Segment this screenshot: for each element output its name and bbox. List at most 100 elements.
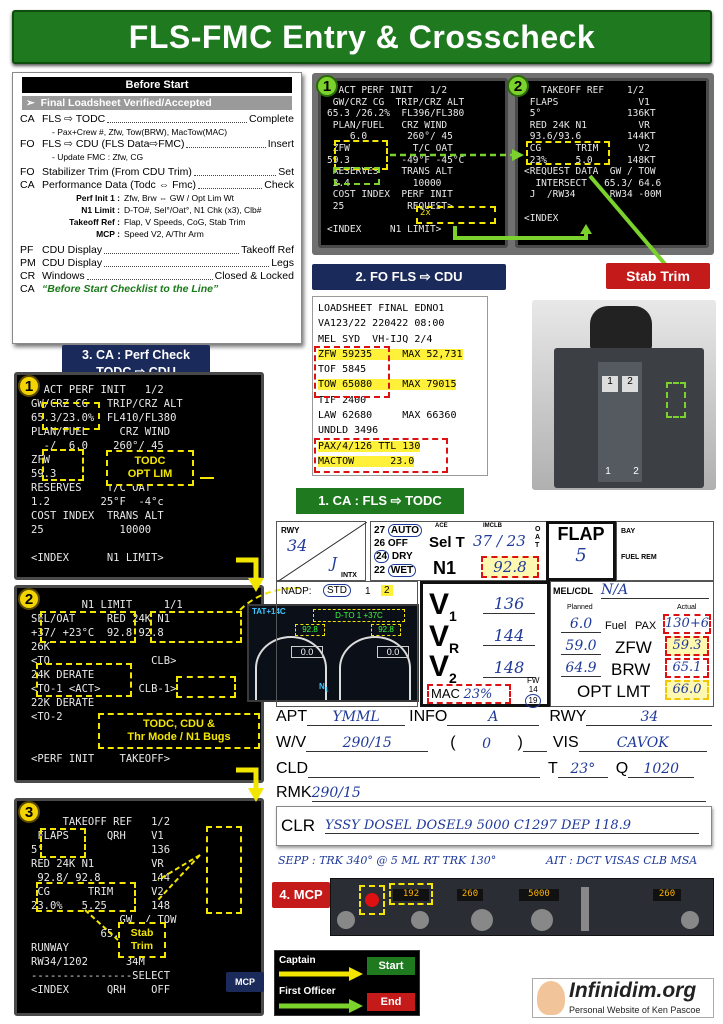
derate-readout: D-TO 1 +37C <box>313 609 405 622</box>
ls-line-tow: TOW 65080 MAX 79015 <box>318 379 457 391</box>
cdu1-gw-highlight <box>42 402 100 430</box>
checklist-row: CA“Before Start Checklist to the Line” <box>20 283 294 296</box>
sel-t-label: Sel T <box>429 534 465 551</box>
mcp-knob <box>411 911 429 929</box>
row-item: FLS ⇨ CDU (FLS Data⇨FMC) <box>42 138 185 150</box>
n1-bug-right: 92.8 <box>371 624 401 636</box>
site-logo[interactable]: Infinidim.org Personal Website of Ken Pa… <box>532 978 714 1018</box>
n1-value-left: 0.0 <box>291 646 323 658</box>
clr-label: CLR <box>281 816 316 835</box>
row-role: CA <box>20 113 35 125</box>
n1-value-right: 0.0 <box>377 646 409 658</box>
perf-row: Takeoff Ref :Flap, V Speeds, CoG, Stab T… <box>20 216 294 228</box>
ls-line-zfw: ZFW 59235 MAX 52,731 <box>318 348 463 360</box>
form-row-cld: CLD T 23° Q 1020 <box>276 760 695 778</box>
cdu2-clb-highlight <box>176 676 236 698</box>
pax-label: PAX <box>635 620 657 632</box>
vis-value: CAVOK <box>578 735 707 752</box>
row-value: Takeoff Ref <box>241 244 294 256</box>
rwy-label: RWY <box>281 526 300 535</box>
todc-opt-lim-tag: TODC OPT LIM <box>106 450 194 486</box>
apt-value: YMML <box>307 709 406 726</box>
checklist-header: Before Start <box>22 77 292 93</box>
mcp-vs-wheel <box>581 887 589 931</box>
step-2-circle: 2 <box>18 588 40 610</box>
flap-label: FLAP <box>557 524 605 544</box>
cg-trim-highlight <box>526 141 610 165</box>
opt-lmt-actual: 66.0 <box>665 680 709 700</box>
v1-value: 136 <box>483 594 535 614</box>
nadp-box: NADP: STD 1 2 <box>276 581 418 707</box>
cdu2-sel-oat-highlight <box>40 611 136 643</box>
row-item: FLS ⇨ TODC <box>42 113 106 125</box>
step-1-circle: 1 <box>18 375 40 397</box>
fuel-planned: 6.0 <box>561 616 601 633</box>
mcp-tag: MCP <box>226 972 264 992</box>
fo-fls-label: 2. FO FLS ⇨ CDU <box>312 264 506 290</box>
sel-t-value: 37 / 23 <box>473 532 526 550</box>
mcp-speed-window: 192 <box>393 889 429 901</box>
fuel-rem-label: FUEL REM <box>621 554 657 561</box>
stab-trim-highlight <box>666 382 686 418</box>
page-title: FLS-FMC Entry & Crosscheck <box>12 10 712 64</box>
cld-label: CLD <box>276 760 309 777</box>
row-value: Check <box>264 179 294 191</box>
legend-fo: First Officer <box>279 986 336 997</box>
q-label: Q <box>615 760 629 777</box>
rwy-box: RWY 34 J INTX <box>276 521 367 582</box>
opt-lmt-label: OPT LMT <box>577 682 651 701</box>
zfw-actual: 59.3 <box>665 636 709 656</box>
ls-line: TIF 2400 <box>318 394 367 406</box>
nadp-2: 2 <box>381 585 393 596</box>
intx-value: J <box>331 554 338 572</box>
row-item: “Before Start Checklist to the Line” <box>42 283 219 295</box>
mel-value: N/A <box>601 582 709 599</box>
checklist-subline: - Update FMC : Zfw, CG <box>52 152 144 162</box>
ls-line: LAW 62680 MAX 66360 <box>318 410 457 422</box>
imclb-label: IMCLB <box>483 523 502 529</box>
checklist-subline: - Pax+Crew #, Zfw, Tow(BRW), MacTow(MAC) <box>52 127 228 137</box>
wv-label: W/V <box>276 734 307 751</box>
mcp-knob <box>471 909 493 931</box>
row-item: Stabilizer Trim (From CDU Trim) <box>42 166 192 178</box>
wv-value: 290/15 <box>306 735 429 752</box>
planned-label: Planned <box>567 604 593 611</box>
perf-value: Zfw, Brw ⇔ GW / Opt Lim Wt <box>124 193 235 203</box>
n1-value: 92.8 <box>481 556 539 578</box>
n1-gauge-right <box>339 636 411 700</box>
t-label: T <box>548 760 558 777</box>
clr-value: YSSY DOSEL DOSEL9 5000 C1297 DEP 118.9 <box>325 818 700 834</box>
yoke-image <box>590 306 652 350</box>
athr-highlight <box>359 885 385 915</box>
lever-2-tag: 2 <box>622 376 638 392</box>
cdu-2-n1-limit: N1 LIMIT 1/1 SEL/OAT RED 24K N1 +37/ +23… <box>14 585 264 783</box>
oat-label: OAT <box>535 526 541 549</box>
thr-row-24: 24 DRY <box>374 550 413 563</box>
v2-value: 148 <box>483 658 535 678</box>
mac-box: MAC 23% <box>427 684 511 704</box>
engine-display: TAT+14C D-TO 1 +37C 92.8 92.8 0.0 0.0 N1 <box>247 604 419 702</box>
cdu1-zfw-highlight <box>42 449 84 481</box>
checklist-bar: ➢ Final Loadsheet Verified/Accepted <box>22 96 292 110</box>
left-arrows <box>84 477 300 941</box>
perf-key: Perf Init 1 : <box>76 193 120 203</box>
perf-row: Perf Init 1 : Zfw, Brw ⇔ GW / Opt Lim Wt <box>20 192 294 204</box>
row-role: PM <box>20 257 36 269</box>
zfw-label: ZFW <box>615 638 652 657</box>
rmk-label: RMK <box>276 784 312 801</box>
step-2-badge: 2 <box>507 75 529 97</box>
row-value: Legs <box>271 257 294 269</box>
mcp-fo-window: 260 <box>653 889 681 901</box>
rmk-value: 290/15 <box>311 785 706 802</box>
form-row-wv: W/V 290/15 ( 0 ) VIS CAVOK <box>276 734 707 752</box>
perf-row: MCP :Speed V2, A/Thr Arm <box>20 228 294 240</box>
perf-row: N1 Limit :D-TO#, Sel°/Oat°, N1 Chk (x3),… <box>20 204 294 216</box>
clr-box: CLR YSSY DOSEL DOSEL9 5000 C1297 DEP 118… <box>276 806 712 846</box>
